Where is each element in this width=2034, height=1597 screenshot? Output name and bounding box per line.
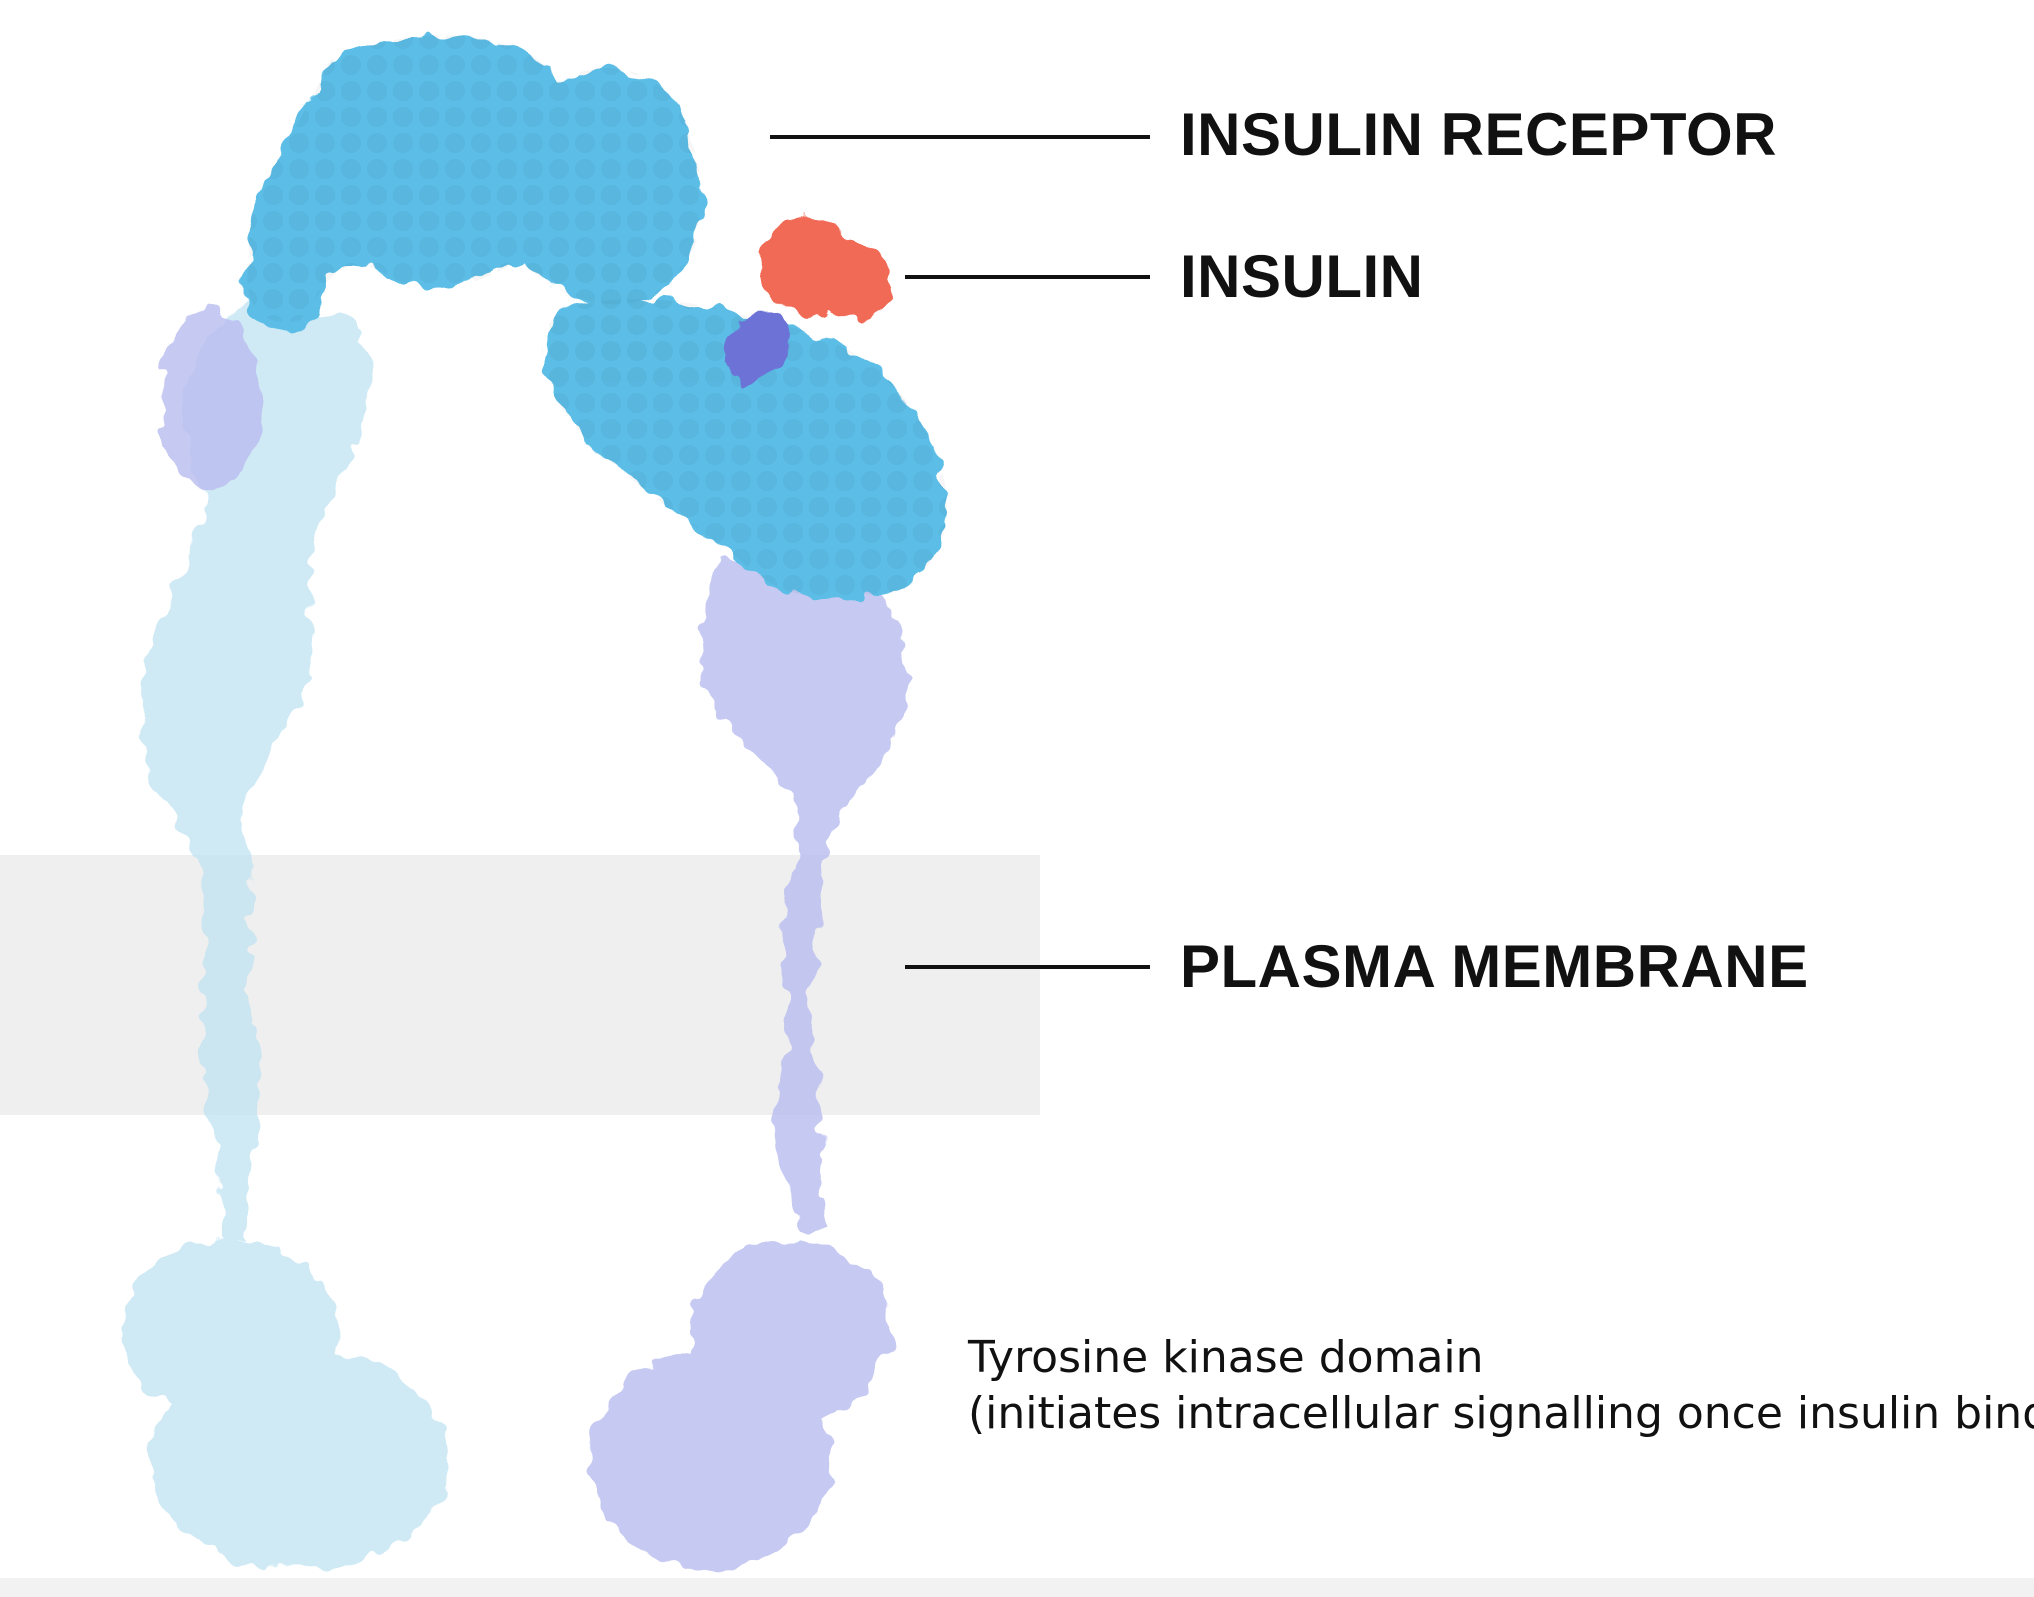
bottom-strip xyxy=(0,1578,2034,1597)
caption-line-1: Tyrosine kinase domain xyxy=(968,1332,1484,1383)
label-plasma-membrane: PLASMA MEMBRANE xyxy=(1180,933,1809,1000)
tyrosine-kinase-caption: Tyrosine kinase domain (initiates intrac… xyxy=(968,1330,2034,1442)
receptor-right-chain xyxy=(160,310,907,1570)
label-insulin: INSULIN xyxy=(1180,243,1424,310)
plasma-membrane-band xyxy=(0,855,1040,1115)
receptor-left-chain xyxy=(120,300,450,1570)
insulin-callout-line xyxy=(905,275,1150,279)
plasma-membrane-callout-line xyxy=(905,965,1150,969)
caption-line-2: (initiates intracellular signalling once… xyxy=(968,1388,2034,1439)
insulin-receptor-callout-line xyxy=(770,135,1150,139)
label-insulin-receptor: INSULIN RECEPTOR xyxy=(1180,101,1777,168)
receptor-texture xyxy=(247,35,947,600)
insulin-molecule xyxy=(728,217,893,385)
